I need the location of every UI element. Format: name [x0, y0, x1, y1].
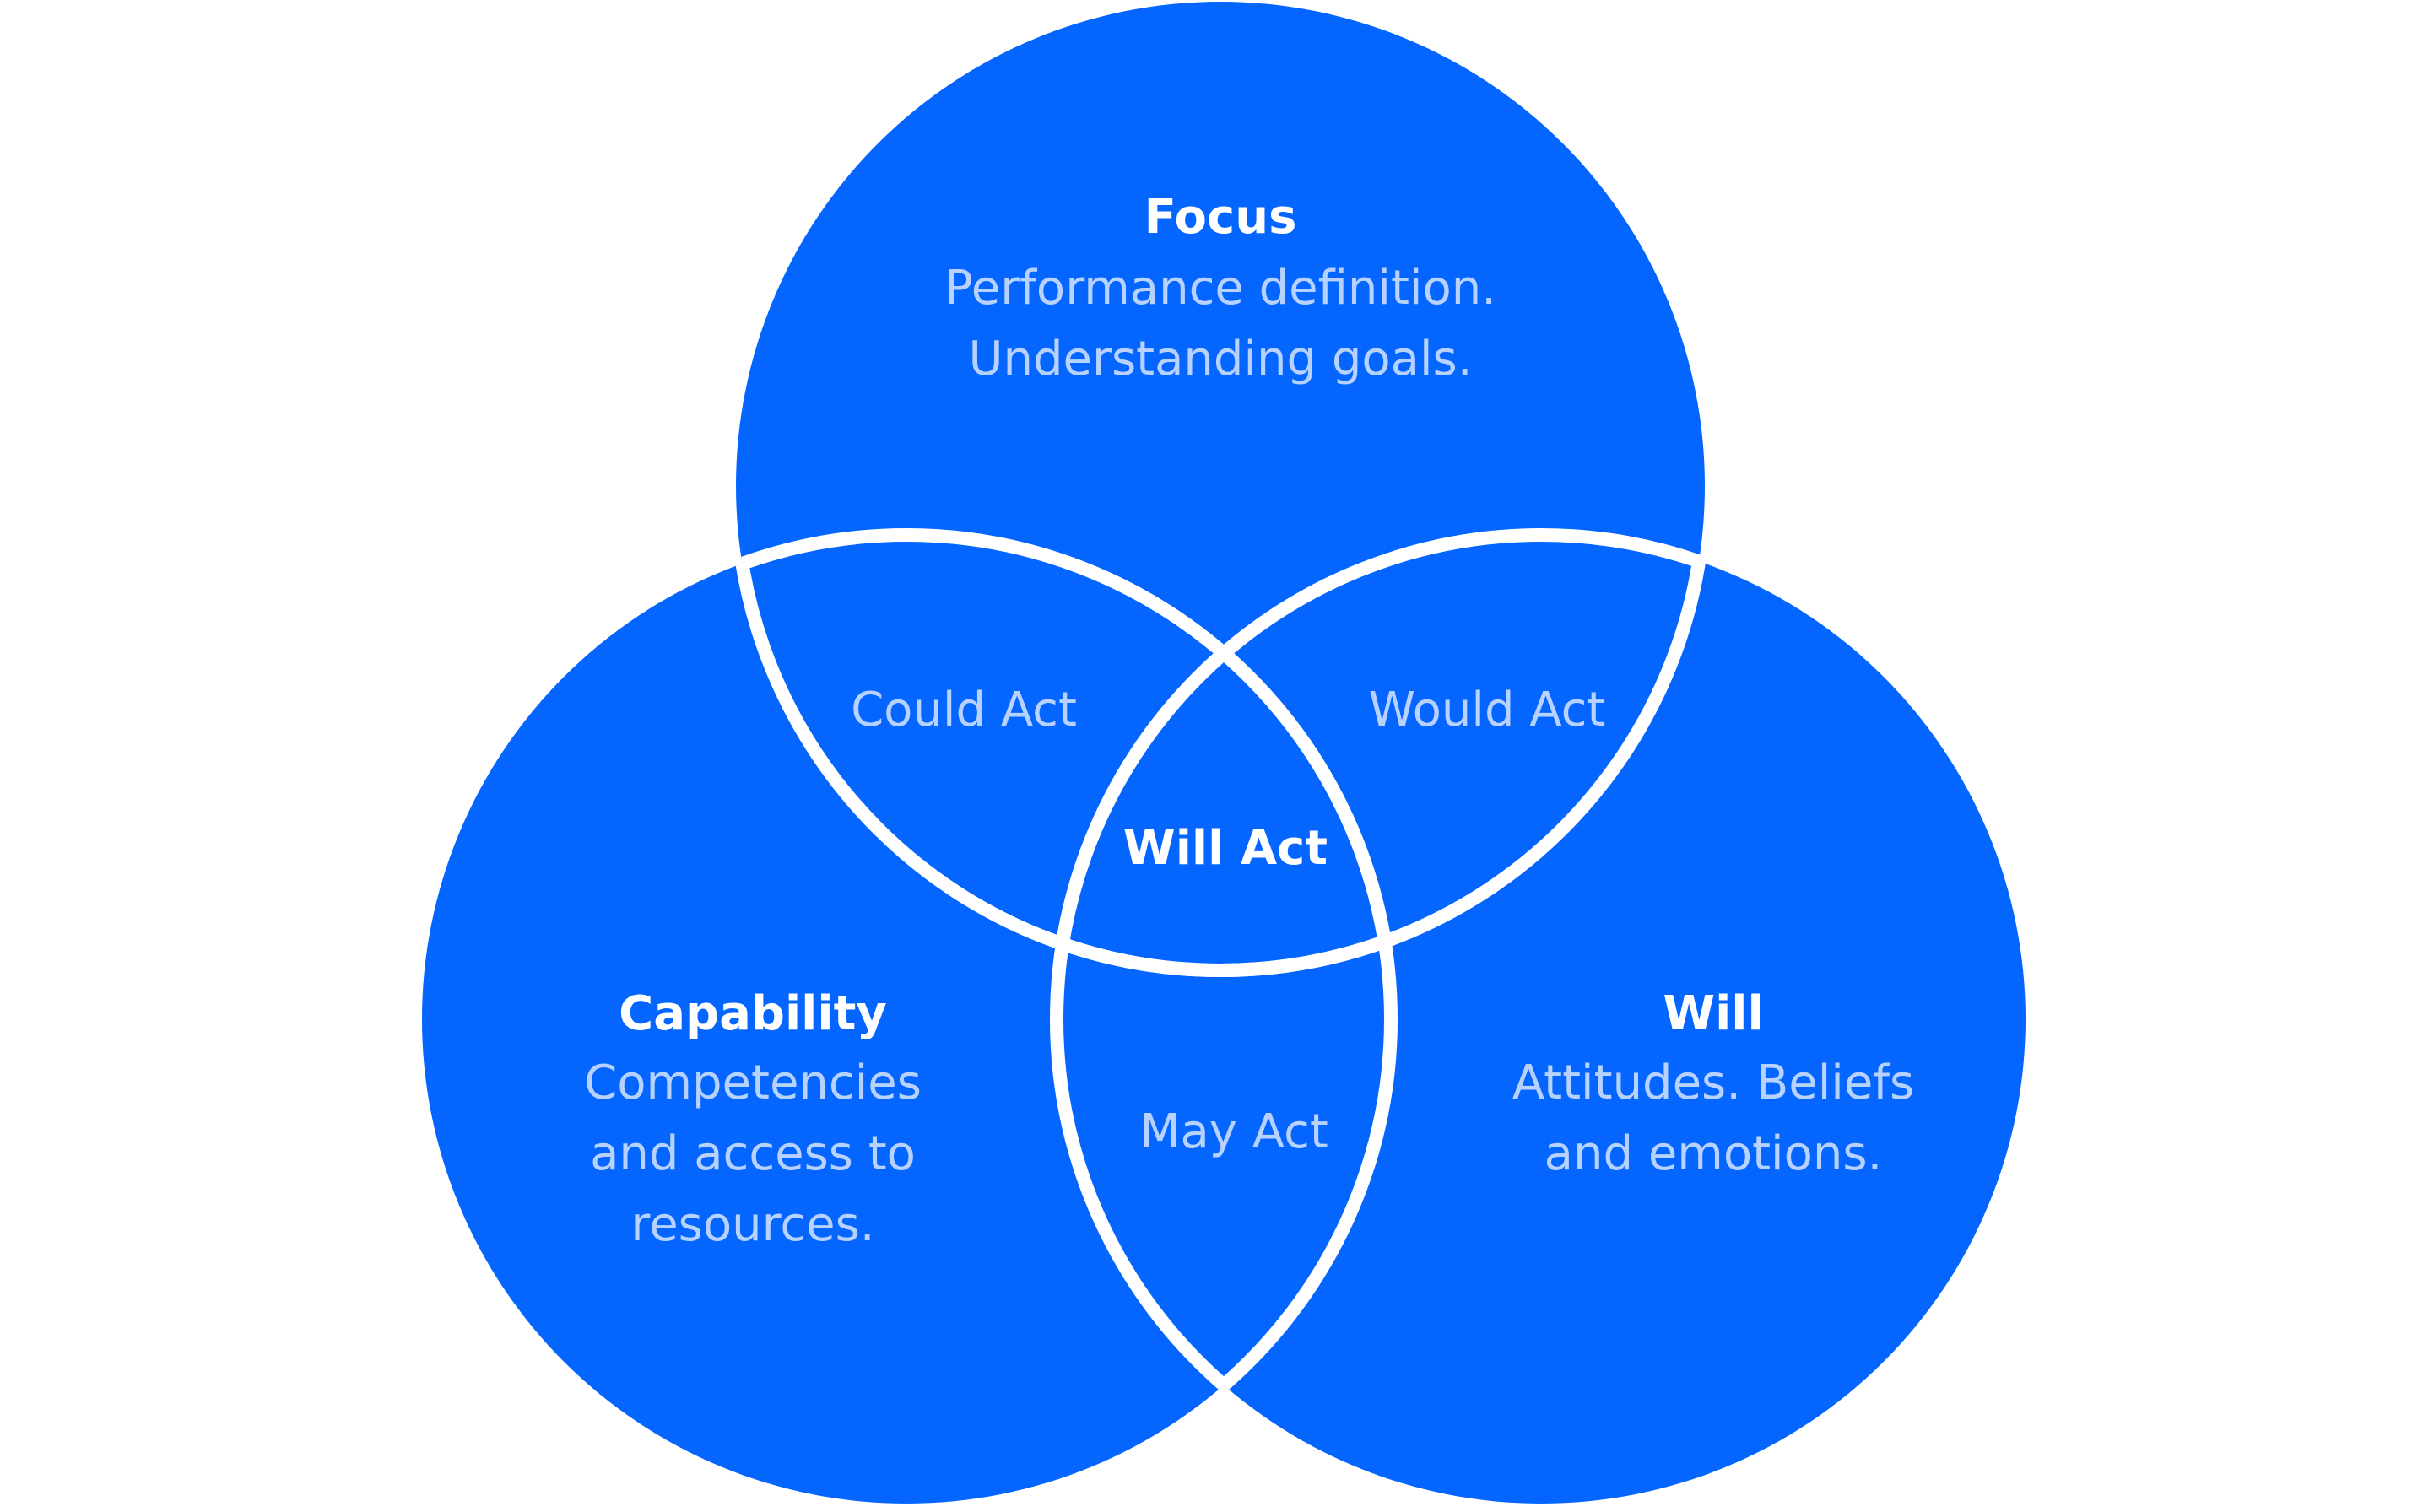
will-act-label: Will Act — [1123, 821, 1328, 876]
will-outline-in-capability — [1050, 535, 1391, 1504]
focus-line-2: Understanding goals. — [968, 332, 1472, 386]
focus-title: Focus — [1144, 190, 1297, 245]
focus-outline-in-will — [1057, 535, 1712, 977]
capability-outline-in-focus — [736, 528, 1398, 970]
may-act-label: May Act — [1139, 1104, 1328, 1159]
could-act-label: Could Act — [851, 683, 1077, 737]
will-circle — [1057, 535, 2026, 1504]
will-line-2: and emotions. — [1544, 1126, 1883, 1181]
capability-title: Capability — [619, 986, 887, 1041]
capability-line-2: and access to — [590, 1126, 916, 1181]
focus-line-1: Performance definition. — [944, 261, 1496, 316]
would-act-label: Would Act — [1369, 683, 1606, 737]
capability-line-3: resources. — [630, 1197, 874, 1252]
capability-line-1: Competencies — [584, 1056, 922, 1110]
will-line-1: Attitudes. Beliefs — [1512, 1056, 1914, 1110]
capability-outline-in-will — [1057, 535, 1398, 1504]
will-outline-in-focus — [1050, 528, 1705, 970]
will-title: Will — [1663, 986, 1763, 1041]
